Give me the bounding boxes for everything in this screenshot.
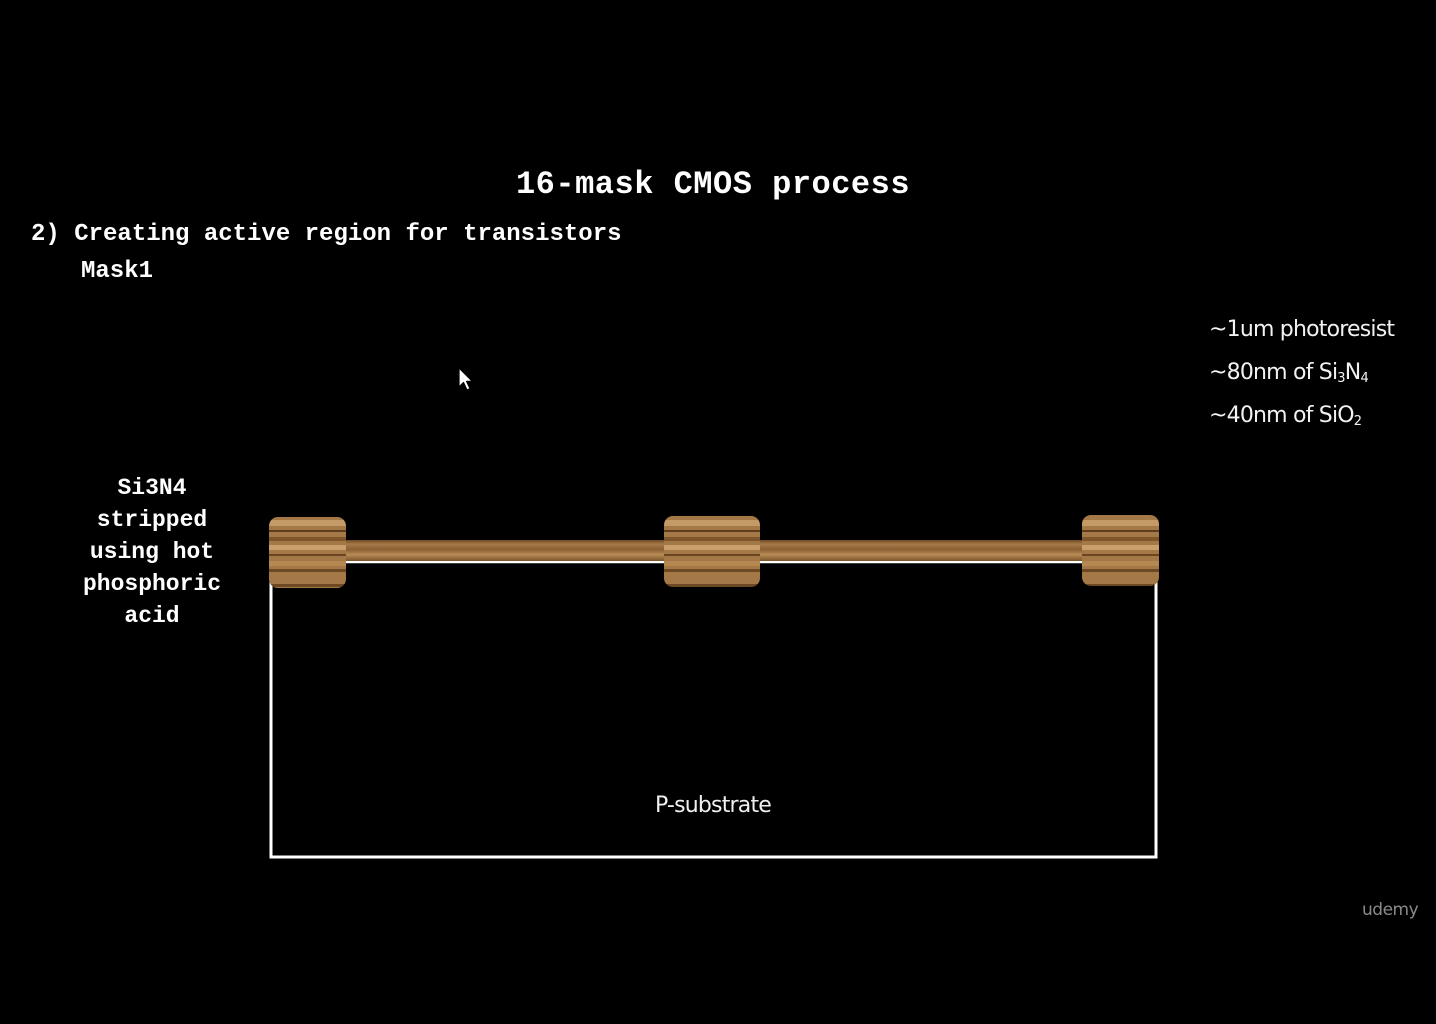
photoresist-block-left <box>269 517 346 588</box>
legend-nitride: ~80nm of Si3N4 <box>1209 357 1394 400</box>
mouse-pointer-icon <box>458 367 474 391</box>
side-note-line: Si3N4 <box>117 475 187 501</box>
substrate-outline <box>269 560 1158 859</box>
mask-label: Mask1 <box>81 258 154 285</box>
legend-nitride-mid: N <box>1344 360 1361 385</box>
photoresist-block-middle <box>664 516 760 587</box>
legend-photoresist: ~1um photoresist <box>1209 314 1395 357</box>
legend-nitride-sub2: 4 <box>1360 371 1368 386</box>
layer-legend: ~1um photoresist ~80nm of Si3N4 ~40nm of… <box>1209 314 1395 443</box>
slide-title: 16-mask CMOS process <box>515 166 911 203</box>
legend-oxide-prefix: ~40nm of SiO <box>1209 403 1355 428</box>
side-note-line: stripped <box>96 507 208 533</box>
step-heading: 2) Creating active region for transistor… <box>31 221 622 248</box>
side-note-line: acid <box>124 603 180 629</box>
substrate-label: P-substrate <box>654 793 772 818</box>
legend-nitride-sub1: 3 <box>1337 371 1345 386</box>
side-note: Si3N4 stripped using hot phosphoric acid <box>52 472 252 632</box>
side-note-line: using hot <box>89 539 215 565</box>
side-note-line: phosphoric <box>82 571 222 597</box>
legend-photoresist-text: ~1um photoresist <box>1209 317 1395 342</box>
photoresist-block-right <box>1082 515 1159 586</box>
legend-oxide-sub1: 2 <box>1353 414 1362 429</box>
udemy-watermark: udemy <box>1362 900 1419 920</box>
legend-nitride-prefix: ~80nm of Si <box>1209 360 1338 385</box>
legend-oxide: ~40nm of SiO2 <box>1209 400 1394 443</box>
